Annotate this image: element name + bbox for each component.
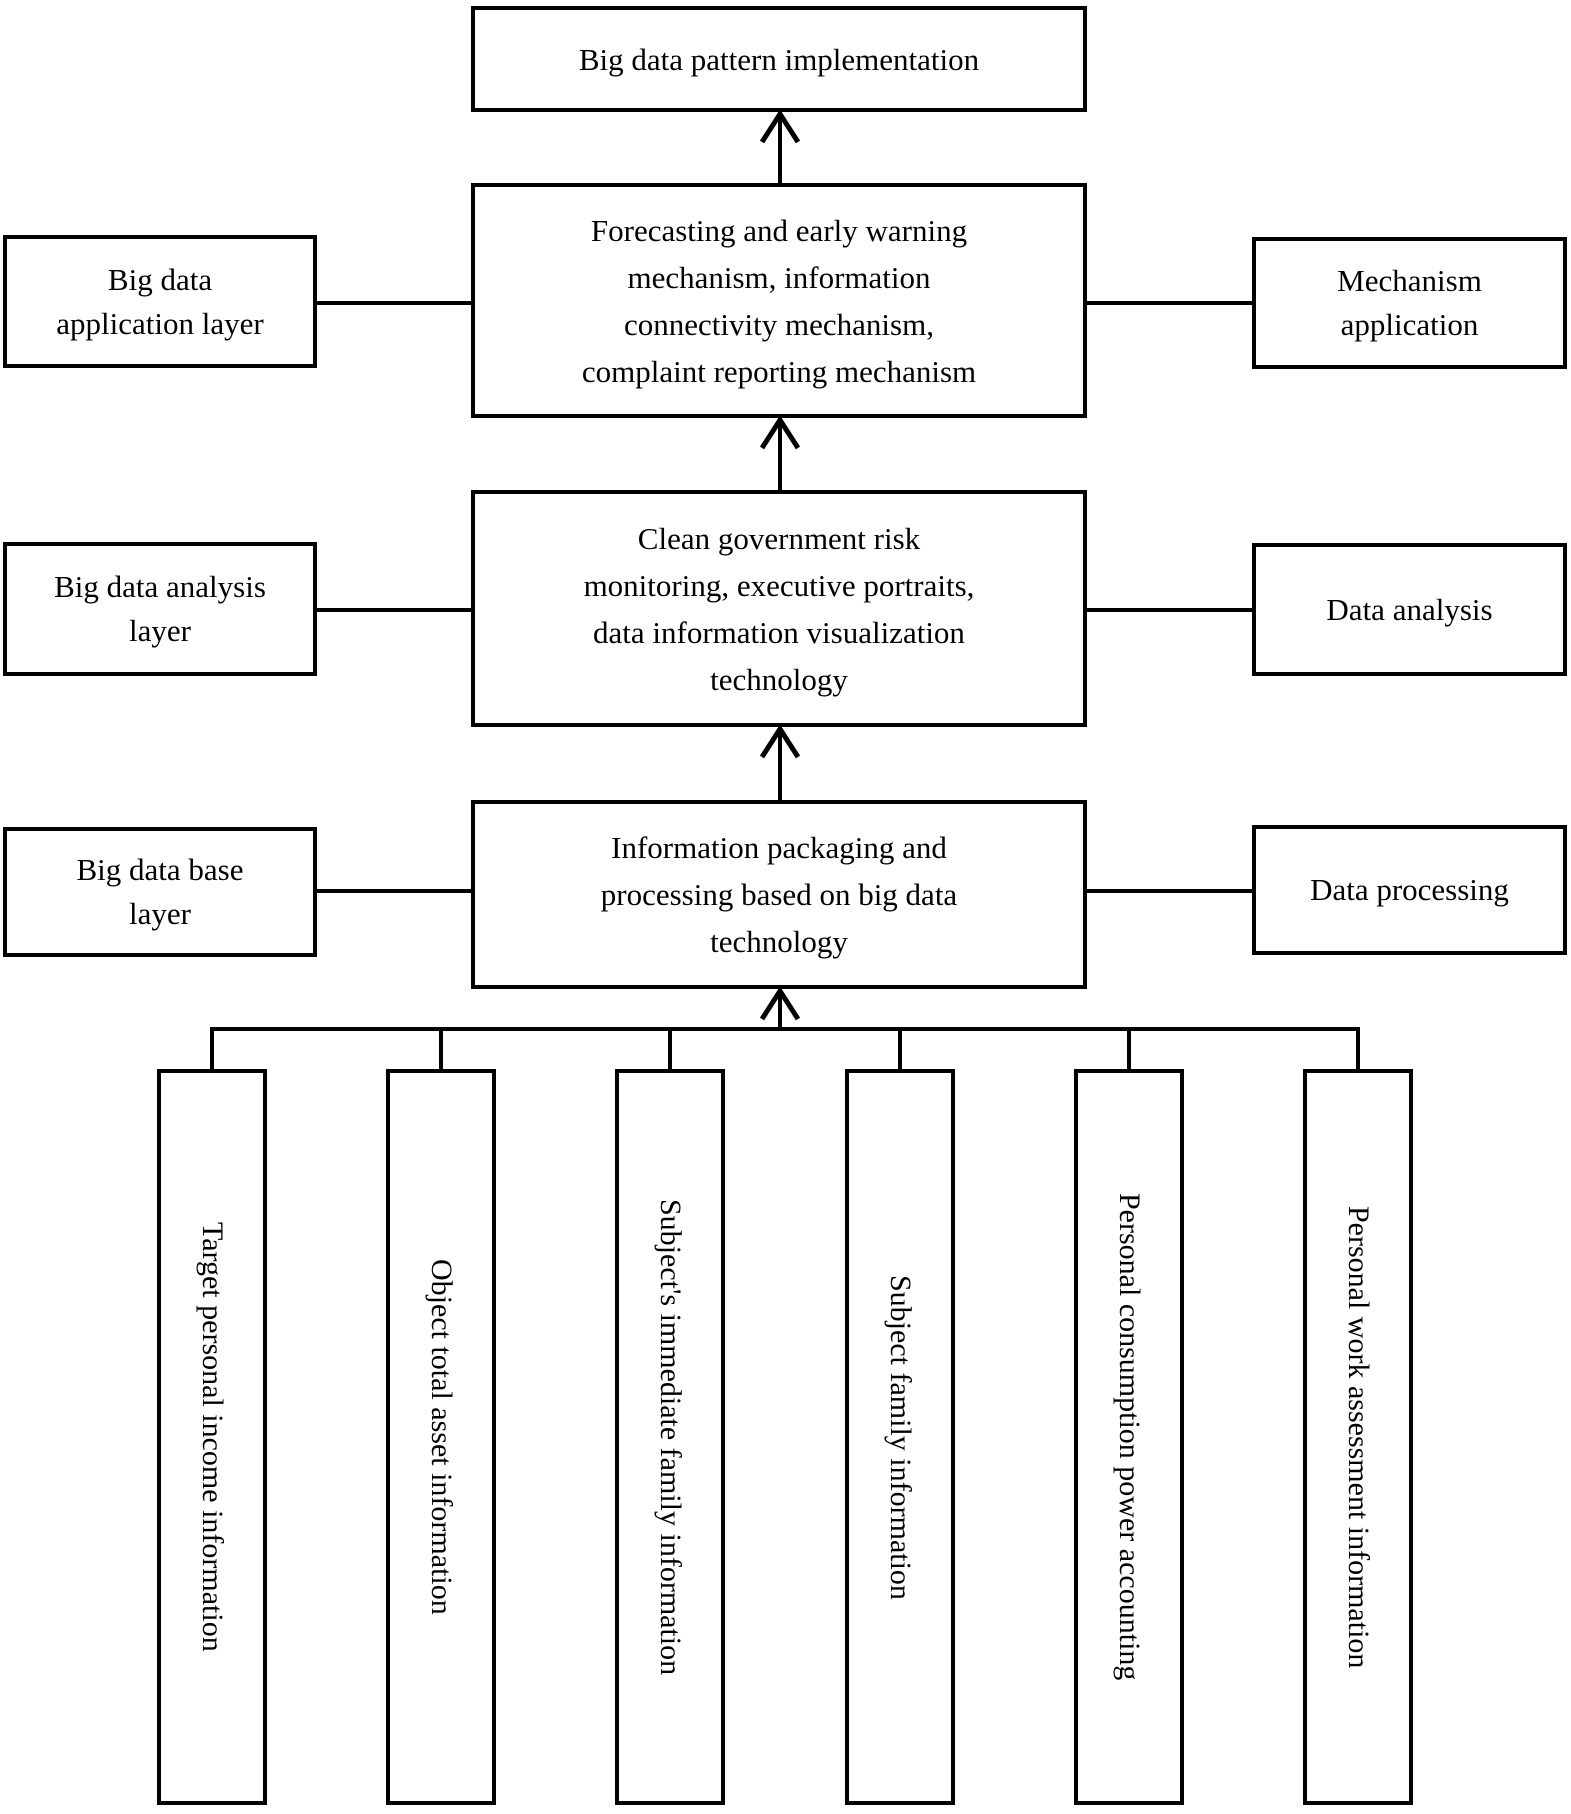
node-data-processing: Data processing (1252, 825, 1567, 955)
node-big-data-pattern-implementation: Big data pattern implementation (471, 6, 1087, 112)
node-data-analysis: Data analysis (1252, 543, 1567, 676)
node-big-data-analysis-layer: Big data analysis layer (3, 542, 317, 676)
source-label: Subject family information (884, 1274, 917, 1600)
source-label: Target personal income information (196, 1222, 229, 1652)
arrow-up-to-top-node (759, 109, 801, 185)
node-mechanism-application: Mechanism application (1252, 237, 1567, 369)
node-target-personal-income-information: Target personal income information (157, 1069, 267, 1805)
node-object-total-asset-information: Object total asset information (386, 1069, 496, 1805)
node-personal-work-assessment-information: Personal work assessment information (1303, 1069, 1413, 1805)
node-information-packaging-processing: Information packaging and processing bas… (471, 800, 1087, 989)
arrow-up-to-application-layer (759, 415, 801, 492)
node-big-data-base-layer: Big data base layer (3, 827, 317, 957)
source-label: Object total asset information (425, 1259, 458, 1615)
source-label: Personal work assessment information (1342, 1205, 1375, 1669)
arrow-up-to-analysis-layer (759, 724, 801, 802)
arrow-up-to-base-layer (759, 986, 801, 1031)
source-label: Subject's immediate family information (654, 1198, 687, 1676)
node-subjects-immediate-family-information: Subject's immediate family information (615, 1069, 725, 1805)
node-personal-consumption-power-accounting: Personal consumption power accounting (1074, 1069, 1184, 1805)
node-subject-family-information: Subject family information (845, 1069, 955, 1805)
node-forecasting-mechanisms: Forecasting and early warning mechanism,… (471, 183, 1087, 418)
node-big-data-application-layer: Big data application layer (3, 235, 317, 368)
node-clean-government-risk-monitoring: Clean government risk monitoring, execut… (471, 490, 1087, 727)
source-label: Personal consumption power accounting (1113, 1193, 1146, 1681)
